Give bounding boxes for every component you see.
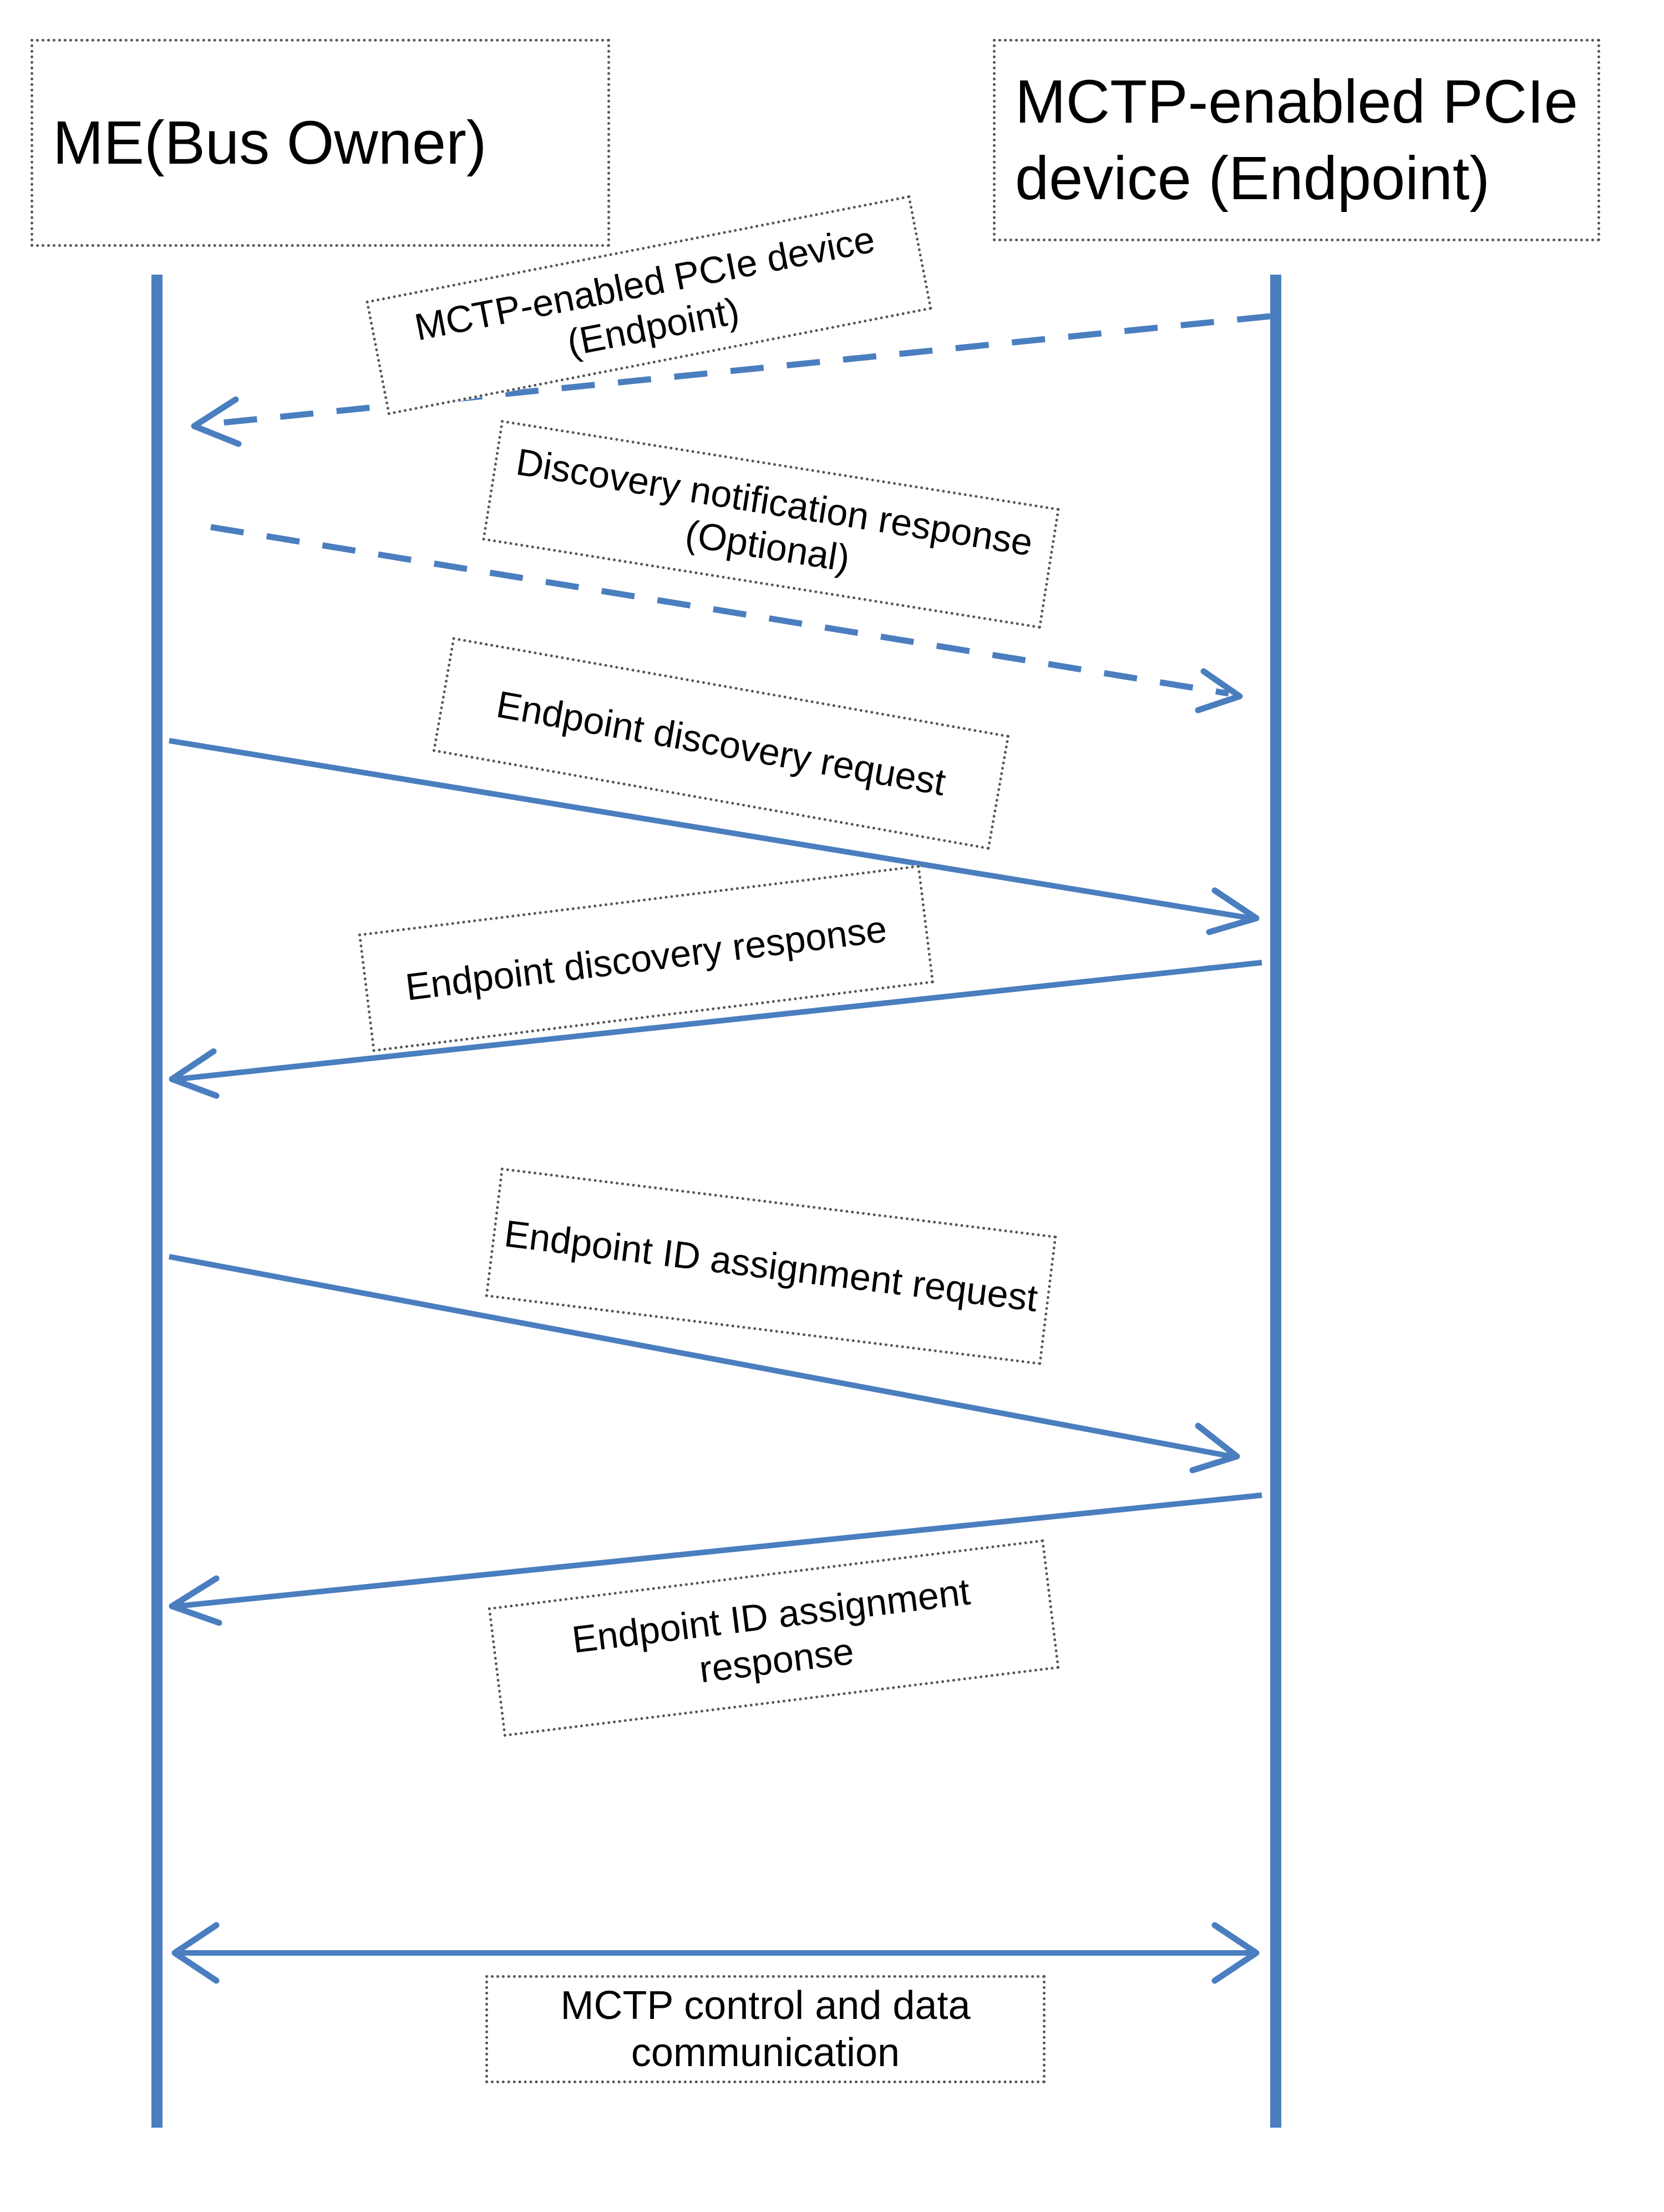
bus-owner-participant-box: ME(Bus Owner) [31, 39, 610, 247]
message-7-arrowhead-left [171, 1922, 220, 1984]
message-4-arrowhead [169, 1048, 220, 1099]
message-6-arrowhead [169, 1575, 222, 1626]
endpoint-participant-label: MCTP-enabled PCIe device (Endpoint) [1015, 68, 1578, 212]
message-7-arrowhead-right [1211, 1922, 1260, 1984]
message-1-arrowhead [191, 396, 242, 447]
bus-owner-participant-label: ME(Bus Owner) [53, 108, 487, 177]
message-5-arrowhead [1189, 1423, 1240, 1474]
message-7-label-box: MCTP control and data communication [485, 1975, 1046, 2083]
endpoint-participant-box: MCTP-enabled PCIe device (Endpoint) [993, 39, 1600, 241]
message-6-arrow-line [177, 1492, 1262, 1609]
message-2-arrow-line [210, 524, 1229, 697]
message-7-label: MCTP control and data communication [560, 1983, 971, 2075]
message-3-arrowhead [1206, 887, 1260, 935]
message-1-arrow-line [205, 313, 1271, 428]
message-5-label: Endpoint ID assignment request [502, 1212, 1040, 1320]
message-4-arrow-line [177, 960, 1262, 1082]
message-5-arrow-line [169, 1254, 1232, 1459]
message-3-arrow-line [169, 738, 1251, 921]
message-2-arrowhead [1195, 668, 1243, 713]
